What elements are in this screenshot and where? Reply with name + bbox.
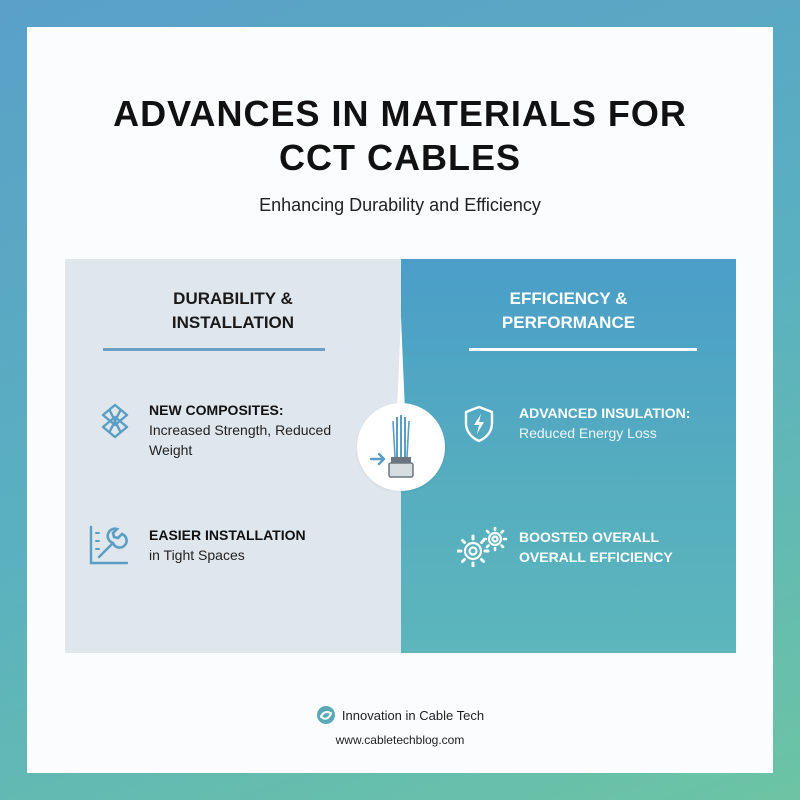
feature-easier-installation: EASIER INSTALLATION in Tight Spaces bbox=[149, 527, 306, 563]
wrench-chart-icon bbox=[87, 523, 131, 572]
durability-divider bbox=[103, 348, 325, 351]
footer-brand: Innovation in Cable Tech bbox=[27, 705, 773, 725]
brand-swirl-icon bbox=[316, 706, 335, 724]
footer-url[interactable]: www.cabletechblog.com bbox=[335, 733, 465, 747]
efficiency-heading: EFFICIENCY & PERFORMANCE bbox=[501, 289, 636, 332]
feature-advanced-insulation: ADVANCED INSULATION: Reduced Energy Loss bbox=[519, 405, 691, 441]
feature-new-composites: NEW COMPOSITES: Increased Strength, Redu… bbox=[149, 402, 332, 458]
efficiency-panel: EFFICIENCY & PERFORMANCE ADVANCED INSULA… bbox=[401, 259, 736, 653]
composite-knot-icon bbox=[97, 403, 133, 444]
center-cable-badge bbox=[357, 403, 445, 491]
durability-panel: DURABILITY & INSTALLATION NEW COMPOSITES… bbox=[65, 259, 401, 653]
page-subtitle: Enhancing Durability and Efficiency bbox=[259, 195, 541, 215]
page-title: ADVANCES IN MATERIALS FOR CCT CABLES bbox=[113, 93, 687, 178]
center-divider-spike bbox=[397, 317, 405, 412]
brand-name: Innovation in Cable Tech bbox=[341, 707, 485, 723]
efficiency-divider bbox=[469, 348, 697, 351]
shield-bolt-icon bbox=[463, 405, 495, 448]
gears-icon bbox=[456, 526, 509, 572]
cable-icon bbox=[369, 415, 414, 478]
durability-heading: DURABILITY & INSTALLATION bbox=[171, 289, 295, 332]
infographic-card: ADVANCES IN MATERIALS FOR CCT CABLES Enh… bbox=[27, 27, 773, 773]
feature-boosted-efficiency: BOOSTED OVERALL OVERALL EFFICIENCY bbox=[519, 529, 673, 565]
